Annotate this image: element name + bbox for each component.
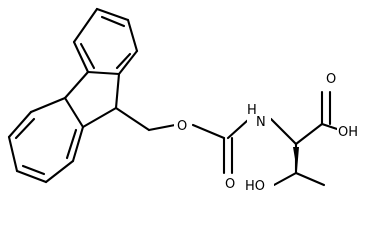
atom-labels: O O H N O OH HO [174,68,363,194]
acid-carbonyl-oxygen-label: O [326,72,336,87]
chemical-structure-diagram: O O H N O OH HO [7,7,363,194]
amino-acid-backbone [269,90,339,187]
amide-hydrogen-label: H [247,103,257,118]
carbonyl-oxygen-label: O [225,177,235,192]
acid-hydroxyl-label: OH [338,125,358,140]
ester-oxygen-label: O [177,119,187,134]
side-chain-hydroxyl-label: HO [245,179,265,194]
fluorene-five-ring [63,70,121,129]
fluorene-upper-ring [72,7,139,76]
carbamate-linker [114,106,250,175]
amide-nitrogen-label: N [256,115,266,130]
fluorene-lower-ring [7,96,85,184]
